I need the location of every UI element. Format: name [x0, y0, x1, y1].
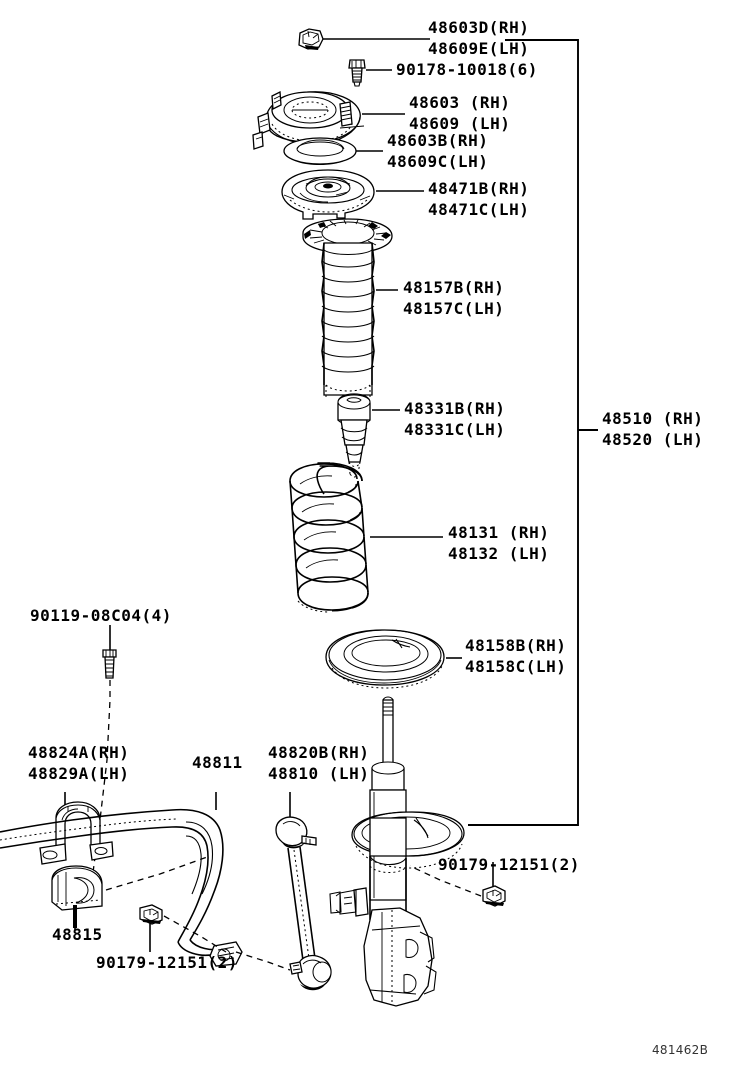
- label-spring-seat-lower: 48158B(RH) 48158C(LH): [465, 635, 566, 677]
- bearing-icon: [281, 169, 375, 220]
- bellows-boot-icon: [302, 218, 393, 398]
- flange-nut-icon-upper: [482, 885, 506, 907]
- ring-washer-icon: [283, 137, 357, 165]
- label-coil-spring: 48131 (RH) 48132 (LH): [448, 522, 549, 564]
- label-line-1: 48510 (RH): [602, 409, 704, 428]
- label-line-2: 48158C(LH): [465, 657, 567, 676]
- label-line-1: 90178-10018(6): [396, 60, 538, 79]
- label-line-1: 48603D(RH): [428, 18, 530, 37]
- diagram-id-code: 481462B: [652, 1043, 709, 1057]
- label-stabilizer-bar: 48811: [192, 753, 243, 773]
- label-line-2: 48132 (LH): [448, 544, 550, 563]
- bolt-icon: [348, 59, 366, 87]
- label-line-1: 48824A(RH): [28, 743, 130, 762]
- label-line-2: 48609E(LH): [428, 39, 530, 58]
- label-line-2: 48520 (LH): [602, 430, 704, 449]
- label-line-2: 48810 (LH): [268, 764, 370, 783]
- label-link-nut-upper: 90179-12151(2): [438, 855, 580, 875]
- label-line-1: 48157B(RH): [403, 278, 505, 297]
- label-line-1: 48603 (RH): [409, 93, 511, 112]
- label-line-1: 90179-12151(2): [438, 855, 580, 874]
- bolt-icon-stabilizer: [102, 649, 117, 679]
- label-line-1: 48331B(RH): [404, 399, 506, 418]
- label-dust-boot: 48157B(RH) 48157C(LH): [403, 277, 504, 319]
- label-suspension-support: 48603 (RH) 48609 (LH): [409, 92, 510, 134]
- label-bearing: 48471B(RH) 48471C(LH): [428, 178, 529, 220]
- spring-seat-icon: [325, 629, 445, 689]
- sway-bar-icon: [0, 808, 243, 967]
- label-line-1: 48158B(RH): [465, 636, 567, 655]
- label-bumper-bound: 48331B(RH) 48331C(LH): [404, 398, 505, 440]
- label-line-2: 48331C(LH): [404, 420, 506, 439]
- c-bushing-icon: [51, 865, 103, 928]
- label-mount-bolt: 90178-10018(6): [396, 60, 538, 80]
- label-strut-assembly: 48510 (RH) 48520 (LH): [602, 408, 703, 450]
- label-stabilizer-link: 48820B(RH) 48810 (LH): [268, 742, 369, 784]
- label-line-2: 48157C(LH): [403, 299, 505, 318]
- label-line-1: 48820B(RH): [268, 743, 370, 762]
- sway-link-icon: [275, 816, 332, 991]
- coil-spring-icon: [289, 462, 369, 613]
- label-line-2: 48609C(LH): [387, 152, 489, 171]
- hex-nut-icon: [298, 28, 324, 50]
- label-line-1: 90179-12151(2): [96, 953, 238, 972]
- label-suspension-support-nut: 48603D(RH) 48609E(LH): [428, 17, 529, 59]
- label-support-plate: 48603B(RH) 48609C(LH): [387, 130, 488, 172]
- assembly-dash-link-lower: [235, 951, 291, 971]
- label-line-1: 48811: [192, 753, 243, 772]
- label-link-nut-lower: 90179-12151(2): [96, 953, 238, 973]
- bump-stop-icon: [337, 393, 371, 478]
- flange-nut-icon-lower: [139, 904, 163, 925]
- label-line-2: 48471C(LH): [428, 200, 530, 219]
- label-line-1: 48471B(RH): [428, 179, 530, 198]
- label-line-1: 90119-08C04(4): [30, 606, 172, 625]
- label-stabilizer-bracket: 48824A(RH) 48829A(LH): [28, 742, 129, 784]
- strut-mount-icon: [252, 90, 361, 150]
- label-line-1: 48815: [52, 925, 103, 944]
- assembly-dash-bushing: [105, 855, 211, 891]
- assembly-dash-bracket-bolt: [87, 680, 111, 906]
- label-line-2: 48609 (LH): [409, 114, 511, 133]
- label-stabilizer-bushing: 48815: [52, 925, 103, 945]
- label-line-1: 48603B(RH): [387, 131, 489, 150]
- u-bracket-icon: [39, 801, 114, 865]
- label-stabilizer-bracket-bolt: 90119-08C04(4): [30, 606, 172, 626]
- label-line-2: 48829A(LH): [28, 764, 130, 783]
- assembly-dash-nut-lower: [163, 915, 227, 953]
- label-line-1: 48131 (RH): [448, 523, 550, 542]
